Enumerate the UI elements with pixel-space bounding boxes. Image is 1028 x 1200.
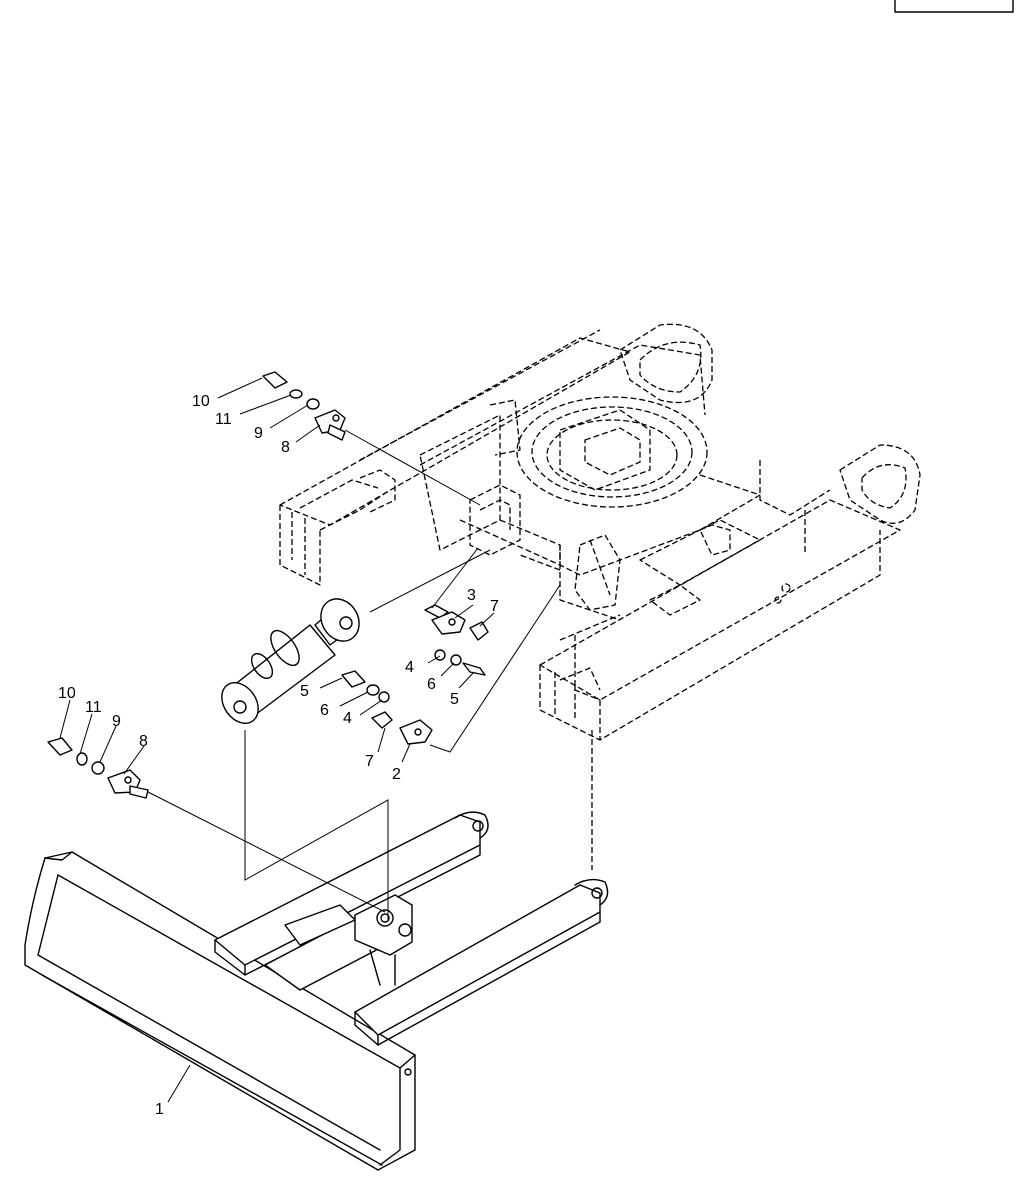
callout-11a: 11 [215, 411, 232, 428]
callout-labels: 10 11 9 8 3 7 4 6 5 5 6 4 7 2 10 11 9 8 … [58, 393, 499, 1118]
corner-frame [894, 0, 1014, 13]
callout-7a: 7 [490, 598, 499, 615]
callout-1: 1 [155, 1101, 164, 1118]
callout-8b: 8 [139, 733, 148, 750]
callout-11b: 11 [85, 699, 102, 716]
callout-9a: 9 [254, 425, 263, 442]
callout-leaders [59, 377, 495, 1103]
callout-3: 3 [467, 587, 476, 604]
callout-7b: 7 [365, 753, 374, 770]
callout-6a: 6 [427, 676, 436, 693]
callout-10b: 10 [58, 685, 76, 702]
track-frame-dashed [279, 323, 921, 870]
callout-4a: 4 [405, 659, 414, 676]
dozer-blade-assembly [24, 811, 609, 1171]
callout-9b: 9 [112, 713, 121, 730]
callout-2: 2 [392, 766, 401, 783]
pin-fittings [47, 371, 561, 920]
callout-10a: 10 [192, 393, 210, 410]
callout-5a: 5 [450, 691, 459, 708]
callout-4b: 4 [343, 710, 352, 727]
callout-8a: 8 [281, 439, 290, 456]
blade-cylinder [221, 549, 491, 724]
callout-6b: 6 [320, 702, 329, 719]
callout-5b: 5 [300, 683, 309, 700]
